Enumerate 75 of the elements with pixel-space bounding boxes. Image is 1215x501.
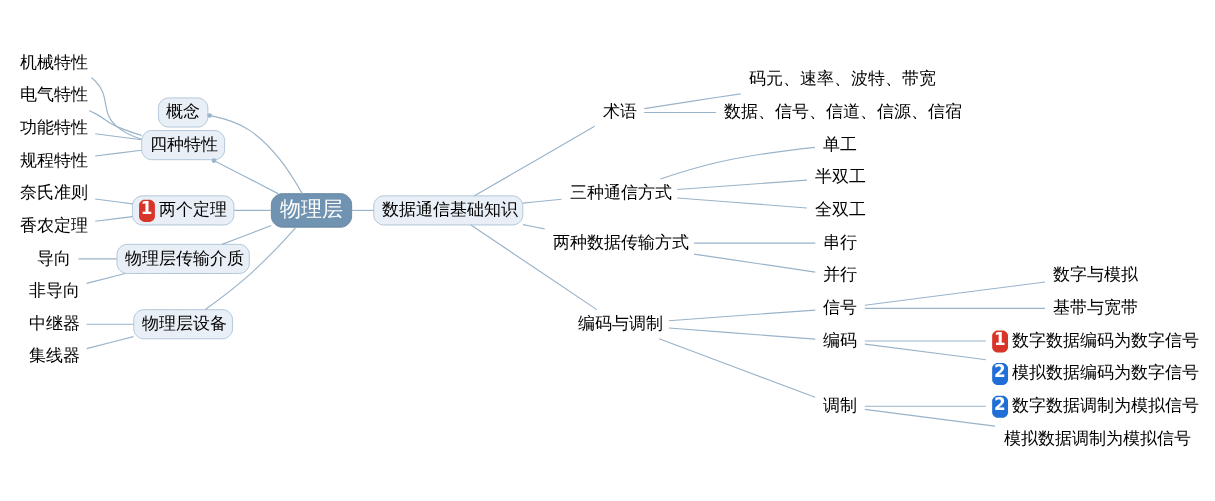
node-text: 并行	[823, 263, 858, 284]
node-label: 数字数据调制为模拟信号	[1012, 394, 1200, 415]
connector	[94, 132, 142, 140]
node-text: 非导向	[28, 279, 80, 300]
connector	[522, 223, 546, 229]
node-text: 基带与宽带	[1053, 296, 1139, 317]
node-text: 串行	[823, 231, 858, 252]
connector	[693, 242, 816, 244]
node-text: 数据、信号、信道、信源、信宿	[724, 100, 963, 121]
node-text: 编码	[823, 329, 858, 350]
node-box: 数据通信基础知识	[373, 194, 524, 225]
connector	[864, 339, 987, 342]
node-text: 模拟数据调制为模拟信号	[1003, 427, 1191, 447]
connector	[88, 109, 143, 136]
connector	[86, 272, 126, 284]
connector	[693, 253, 816, 273]
node-label: 模拟数据编码为数字信号	[1012, 361, 1200, 382]
node-text: 两种数据传输方式	[553, 231, 690, 252]
node-text: 信号	[823, 296, 858, 317]
connector	[77, 257, 118, 259]
node-text: 编码与调制	[577, 312, 663, 333]
connector	[233, 209, 272, 211]
connector	[211, 157, 279, 194]
node-box: 1	[992, 329, 1009, 352]
node-text: 电气特性	[19, 83, 88, 104]
connector	[522, 198, 563, 204]
node-box: 物理层设备	[133, 308, 233, 339]
node-text: 数字与模拟	[1053, 263, 1139, 284]
node-box: 四种特性	[141, 129, 226, 160]
node-box: 物理层	[270, 192, 353, 228]
connector	[86, 323, 135, 325]
connector	[668, 309, 816, 321]
node-box: 物理层传输介质	[116, 243, 250, 274]
node-text: 全双工	[815, 198, 867, 219]
node-text: 导向	[36, 247, 71, 268]
node-box: 2	[992, 395, 1009, 418]
connector	[351, 209, 375, 211]
connector	[86, 335, 135, 349]
node-text: 半双工	[815, 165, 867, 186]
connector	[470, 224, 598, 310]
connector	[90, 76, 143, 140]
connector	[864, 280, 1046, 306]
node-text: 功能特性	[19, 116, 88, 137]
connector	[668, 326, 816, 340]
connector	[221, 224, 272, 245]
node-box: 概念	[158, 97, 209, 127]
node-text: 术语	[602, 100, 637, 121]
node-text: 集线器	[28, 344, 80, 365]
connector	[676, 196, 808, 209]
connector	[659, 146, 816, 180]
connector	[864, 343, 987, 360]
node-box: 2	[992, 362, 1009, 385]
node-text: 奈氏准则	[19, 181, 88, 202]
connector	[207, 112, 303, 194]
node-text: 机械特性	[19, 51, 88, 72]
node-text: 三种通信方式	[570, 181, 673, 202]
connector	[94, 149, 142, 157]
connector	[864, 307, 1046, 309]
node-text: 单工	[823, 133, 858, 154]
connector	[204, 226, 297, 310]
connector	[643, 111, 717, 113]
connector	[676, 179, 808, 190]
connector	[658, 337, 816, 398]
node-text: 码元、速率、波特、带宽	[749, 67, 937, 88]
node-text: 规程特性	[19, 149, 88, 170]
node-text: 调制	[823, 394, 858, 415]
connector	[643, 92, 742, 109]
connector	[864, 405, 987, 407]
connector	[94, 197, 133, 204]
connector	[473, 125, 596, 196]
node-text: 中继器	[28, 312, 80, 333]
node-label: 数字数据编码为数字信号	[1012, 329, 1200, 350]
connector	[94, 215, 133, 222]
connector	[864, 408, 996, 427]
node-text: 香农定理	[19, 214, 88, 235]
